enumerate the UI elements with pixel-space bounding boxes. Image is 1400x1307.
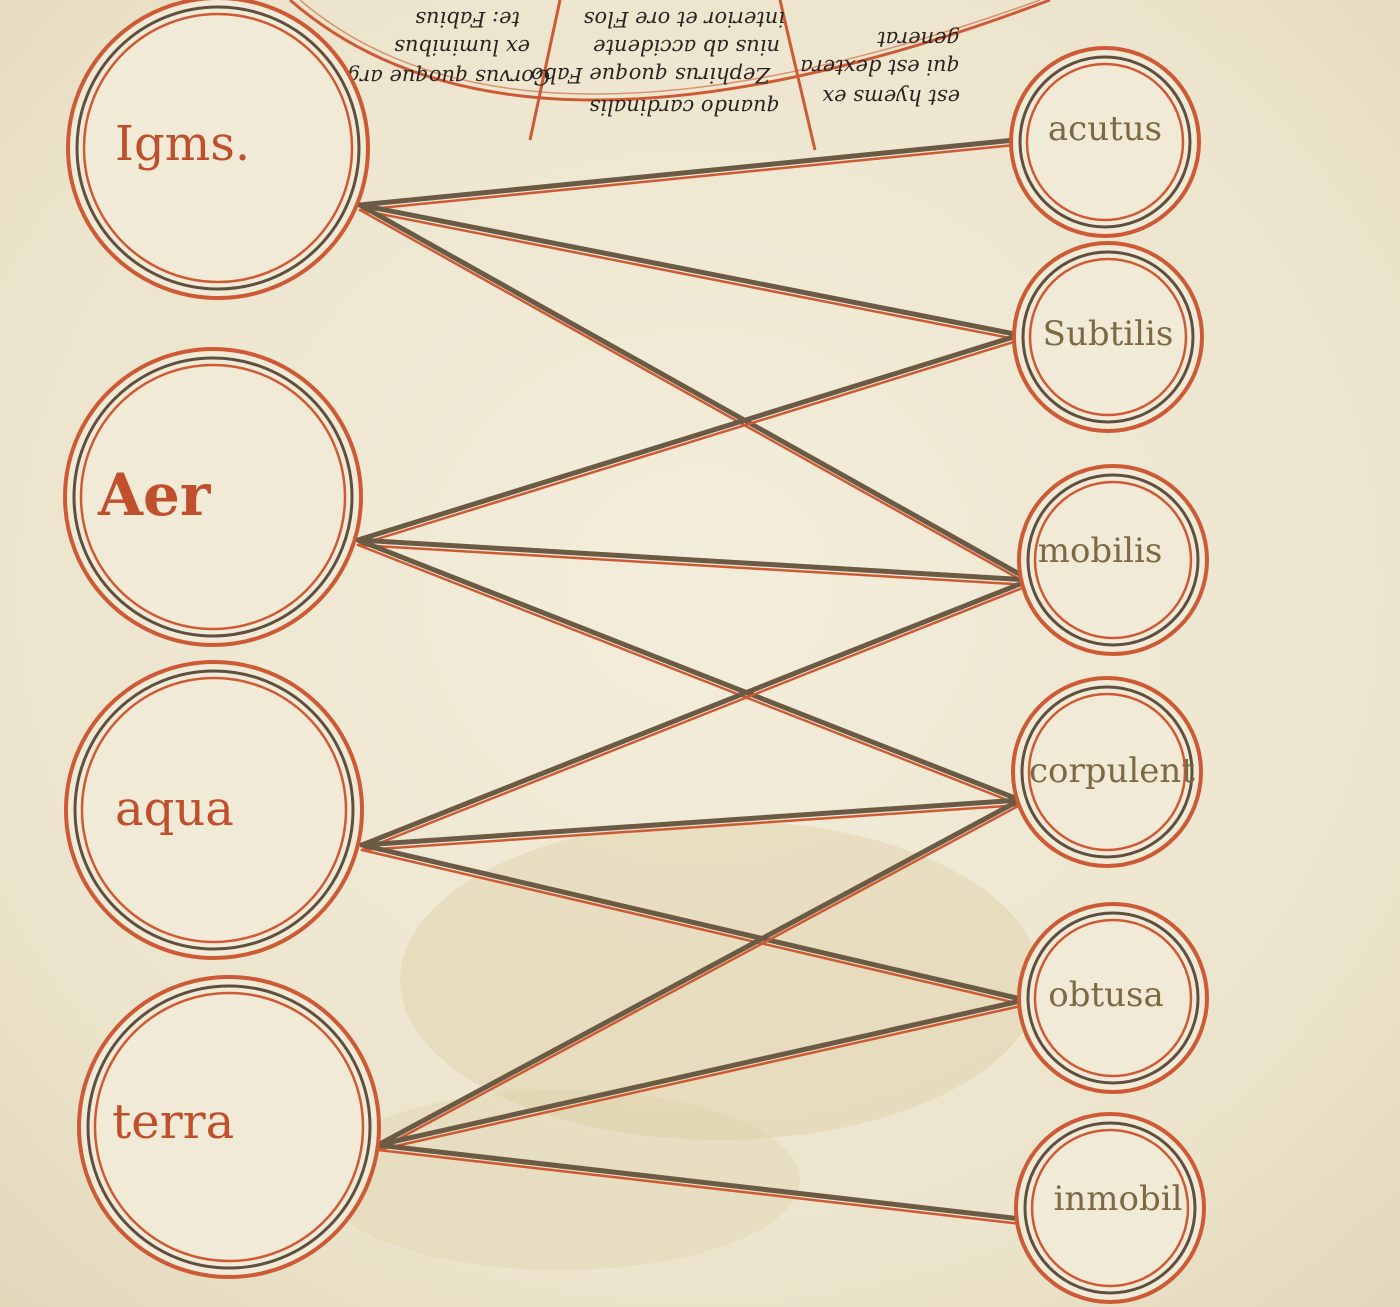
connection-terra-corpulentus <box>375 797 1023 1148</box>
connection-lines <box>355 137 1033 1227</box>
quality-label-inmobilis: inmobil <box>1054 1179 1183 1219</box>
wheel-text: qui est dextera <box>800 55 960 79</box>
element-circle-aer: Aer <box>63 347 363 647</box>
connection-ignis-subtilis <box>357 202 1023 338</box>
water-stain <box>400 820 1040 1140</box>
connection-aqua-obtusa <box>359 842 1028 1003</box>
wheel-text: interior et ore Flos <box>584 7 785 31</box>
quality-label-mobilis: mobilis <box>1038 531 1163 571</box>
connection-aqua-mobilis-red-edge <box>360 583 1032 852</box>
quality-circle-obtusa: obtusa <box>1017 902 1209 1094</box>
quality-circle-acutus: acutus <box>1009 46 1201 238</box>
quality-circle-mobilis: mobilis <box>1017 464 1209 656</box>
element-circle-terra: terra <box>77 975 381 1279</box>
connection-aer-corpulentus <box>355 537 1023 803</box>
connection-ignis-acutus-red-edge <box>358 143 1017 212</box>
connection-aqua-mobilis <box>359 577 1033 848</box>
quality-label-acutus: acutus <box>1048 109 1162 149</box>
element-label-aqua: aqua <box>115 781 234 837</box>
wheel-spoke <box>528 0 562 141</box>
wheel-arc-inner <box>299 0 1041 95</box>
connection-aer-subtilis-red-edge <box>356 338 1022 547</box>
element-label-aer: Aer <box>97 461 212 529</box>
quality-circle-subtilis: Subtilis <box>1012 241 1204 433</box>
quality-circle-inmobilis: inmobil <box>1014 1112 1206 1304</box>
quality-label-obtusa: obtusa <box>1048 975 1164 1015</box>
connection-terra-obtusa-red-edge <box>376 1003 1027 1152</box>
connection-aer-subtilis <box>355 332 1023 543</box>
element-circle-ignis: Igms. <box>66 0 370 300</box>
connection-terra-corpulentus-red-edge <box>376 803 1022 1152</box>
connection-aqua-corpulentus-red-edge <box>360 803 1022 852</box>
connection-ignis-mobilis-red-edge <box>358 208 1032 587</box>
connection-aer-mobilis <box>355 537 1033 583</box>
wheel-text: Zephirus quoque Fabo <box>531 63 771 87</box>
wheel-text: quando cardinalis <box>589 95 780 119</box>
connection-ignis-acutus <box>357 137 1018 208</box>
wheel-text: ex luminibus <box>394 35 530 59</box>
connection-terra-inmobilis-red-edge <box>376 1148 1032 1227</box>
connection-terra-obtusa <box>375 997 1028 1148</box>
connection-terra-inmobilis <box>375 1142 1033 1223</box>
connection-aqua-obtusa-red-edge <box>360 848 1027 1007</box>
wheel-text: te: Fabius <box>415 7 520 31</box>
wheel-text: generat <box>877 27 960 51</box>
quality-label-subtilis: Subtilis <box>1043 314 1174 354</box>
element-label-ignis: Igms. <box>115 116 250 172</box>
connection-aer-corpulentus-red-edge <box>356 543 1022 807</box>
wheel-spoke <box>778 0 817 151</box>
element-circle-aqua: aqua <box>64 660 364 960</box>
element-label-terra: terra <box>112 1094 234 1150</box>
connection-aer-mobilis-red-edge <box>356 543 1032 587</box>
connection-aqua-corpulentus <box>359 797 1023 848</box>
wheel-arc <box>289 0 1051 102</box>
wheel-text: nius ab accidente <box>593 35 780 59</box>
top-wheel: Corvus quoque argento ex luminibus te: F… <box>289 0 1051 151</box>
connection-ignis-subtilis-red-edge <box>358 208 1022 342</box>
water-stain <box>320 1090 800 1270</box>
wheel-text: est hyems ex <box>822 85 960 109</box>
connection-ignis-mobilis <box>357 202 1033 583</box>
quality-label-corpulentus: corpulent <box>1029 751 1195 791</box>
quality-circle-corpulentus: corpulent <box>1011 676 1203 868</box>
